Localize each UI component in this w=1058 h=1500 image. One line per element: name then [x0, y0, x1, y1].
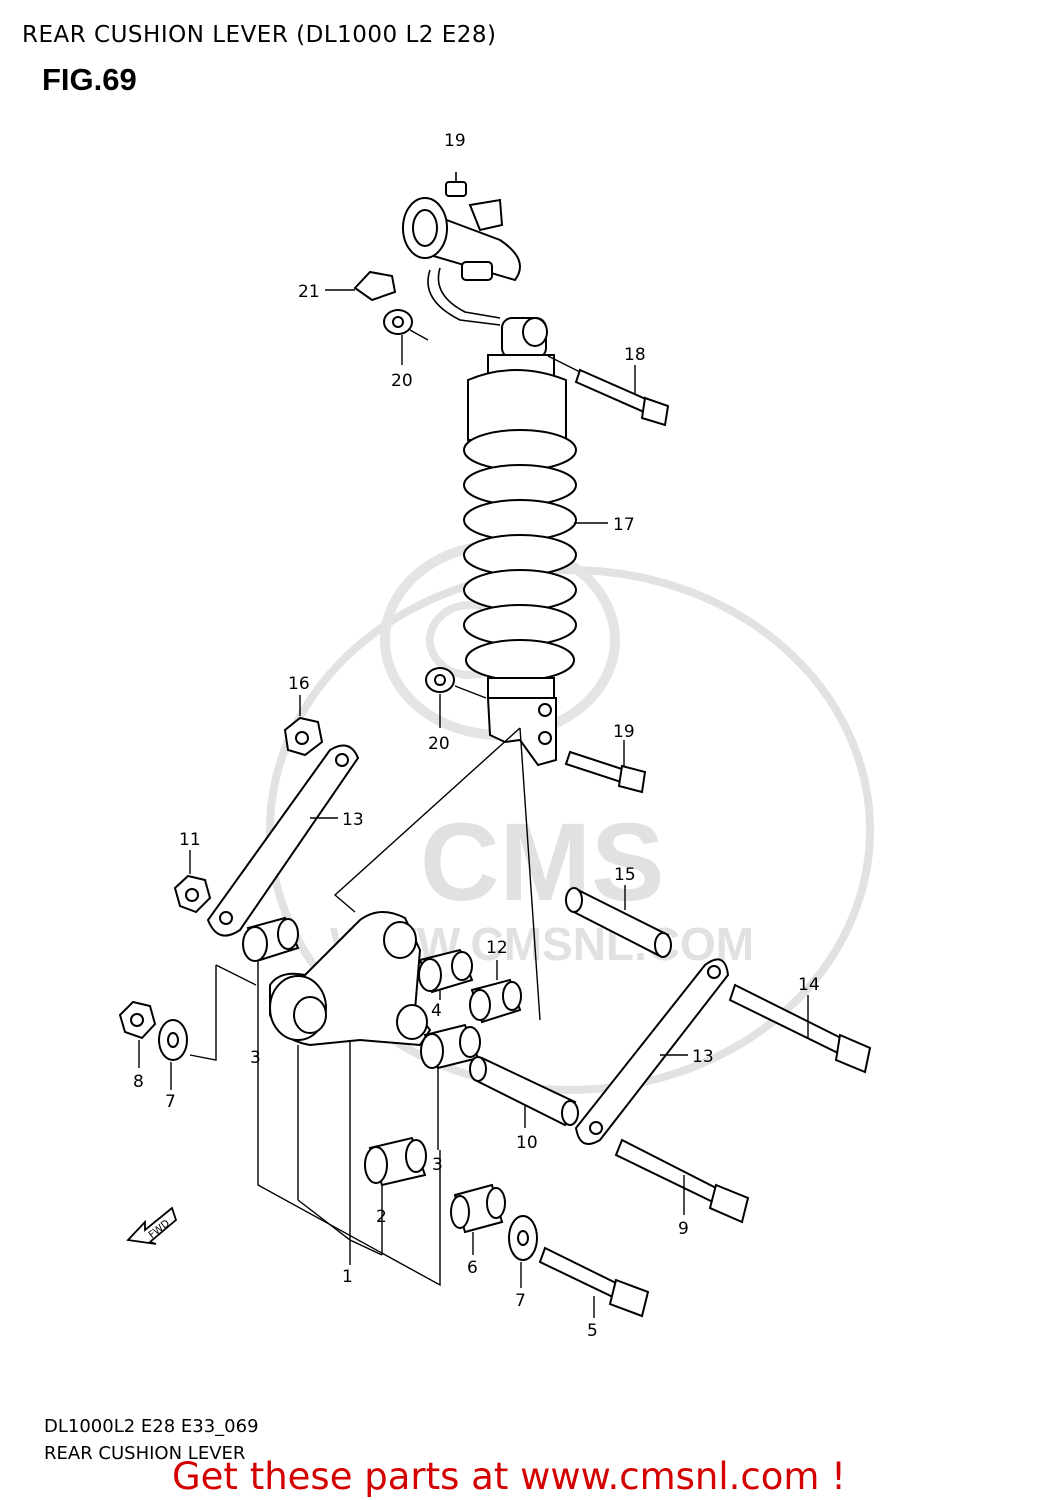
part-labels: 19 21 20 18 17 16 20 19 13 11 15 12 4 14…	[133, 131, 820, 1341]
part-shock-absorber-17	[463, 317, 608, 767]
part-label: 17	[613, 515, 635, 535]
part-bolt-19	[564, 740, 647, 794]
part-label: 3	[432, 1155, 443, 1175]
part-nut-11	[173, 850, 212, 914]
part-cushion-lever	[269, 911, 432, 1200]
part-link-rod-13-lower	[574, 958, 730, 1145]
part-label: 9	[678, 1219, 689, 1239]
part-bearing-4	[418, 948, 474, 1000]
part-label: 21	[298, 282, 320, 302]
part-label: 19	[444, 131, 466, 151]
part-clamp-21	[325, 270, 397, 302]
part-label: 11	[179, 830, 201, 850]
part-label: 6	[467, 1258, 478, 1278]
part-preload-adjuster	[402, 197, 521, 326]
part-label: 5	[587, 1321, 598, 1341]
part-nut-16	[283, 695, 324, 757]
part-washer-7-left	[158, 1019, 188, 1090]
part-spacer-15	[565, 885, 672, 958]
part-bolt-9	[614, 1138, 750, 1224]
promo-link[interactable]: Get these parts at www.cmsnl.com !	[172, 1455, 847, 1498]
part-label: 7	[515, 1291, 526, 1311]
part-label: 4	[431, 1001, 442, 1021]
watermark-text: CMS	[420, 801, 664, 924]
part-bolt-18	[547, 355, 670, 427]
part-bearing-2	[364, 1136, 427, 1205]
part-bearing-3-lower	[420, 1023, 481, 1150]
part-label: 8	[133, 1072, 144, 1092]
part-bushing-6	[450, 1183, 506, 1255]
part-bushing-12	[469, 960, 522, 1024]
part-label: 18	[624, 345, 646, 365]
part-label: 1	[342, 1267, 353, 1287]
part-label: 3	[250, 1048, 261, 1068]
diagram-code: DL1000L2 E28 E33_069	[44, 1416, 259, 1437]
part-label: 15	[614, 865, 636, 885]
part-bolt-5	[538, 1246, 650, 1318]
part-label: 20	[391, 371, 413, 391]
page-title: REAR CUSHION LEVER (DL1000 L2 E28)	[22, 22, 497, 48]
part-bearing-3-upper	[242, 916, 300, 1180]
part-label: 13	[692, 1047, 714, 1067]
part-screw-22	[445, 172, 467, 197]
part-nut-20-upper	[383, 309, 429, 365]
part-label: 12	[486, 938, 508, 958]
forward-arrow-icon: FWD	[126, 1206, 178, 1245]
figure-number: FIG.69	[42, 62, 137, 97]
part-nut-20-lower	[425, 667, 487, 728]
part-bolt-14	[728, 983, 872, 1074]
part-label: 13	[342, 810, 364, 830]
part-link-rod-13-upper	[206, 744, 360, 937]
part-label: 20	[428, 734, 450, 754]
assembly-leader-lines	[189, 727, 541, 1061]
part-label: 14	[798, 975, 820, 995]
part-nut-8	[118, 1000, 157, 1068]
assembly-bracket-part-1	[257, 1140, 441, 1287]
part-label: 10	[516, 1133, 538, 1153]
part-label: 7	[165, 1092, 176, 1112]
part-washer-7-right	[508, 1215, 538, 1288]
part-label: 2	[376, 1207, 387, 1227]
part-spacer-10	[469, 1056, 579, 1128]
part-label: 16	[288, 674, 310, 694]
part-label: 19	[613, 722, 635, 742]
diagram-caption: REAR CUSHION LEVER	[44, 1443, 246, 1464]
